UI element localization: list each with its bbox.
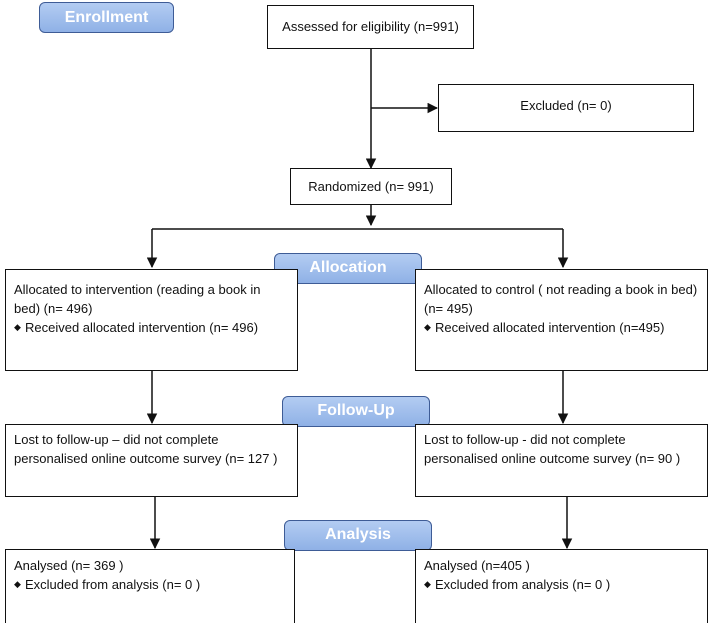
- intervention-received-item: ◆ Received allocated intervention (n= 49…: [14, 318, 289, 337]
- control-received-item: ◆ Received allocated intervention (n=495…: [424, 318, 699, 337]
- control-followup-box: Lost to follow-up - did not complete per…: [415, 424, 708, 497]
- excluded-box: Excluded (n= 0): [438, 84, 694, 132]
- control-analysis-box: Analysed (n=405 ) ◆ Excluded from analys…: [415, 549, 708, 623]
- diamond-bullet-icon: ◆: [424, 579, 431, 589]
- control-allocation-box: Allocated to control ( not reading a boo…: [415, 269, 708, 371]
- control-lost-text: Lost to follow-up - did not complete per…: [424, 432, 681, 466]
- control-allocated-text: Allocated to control ( not reading a boo…: [424, 282, 698, 316]
- stage-follow-up: Follow-Up: [282, 396, 430, 427]
- assessed-box: Assessed for eligibility (n=991): [267, 5, 474, 49]
- intervention-followup-box: Lost to follow-up – did not complete per…: [5, 424, 298, 497]
- excluded-text: Excluded (n= 0): [520, 98, 612, 113]
- stage-allocation: Allocation: [274, 253, 422, 284]
- intervention-lost-text: Lost to follow-up – did not complete per…: [14, 432, 278, 466]
- randomized-text: Randomized (n= 991): [308, 179, 434, 194]
- stage-analysis: Analysis: [284, 520, 432, 551]
- intervention-allocation-box: Allocated to intervention (reading a boo…: [5, 269, 298, 371]
- control-received-text: Received allocated intervention (n=495): [435, 320, 665, 335]
- intervention-excluded-analysis-text: Excluded from analysis (n= 0 ): [25, 577, 201, 592]
- control-excluded-analysis-item: ◆ Excluded from analysis (n= 0 ): [424, 575, 699, 594]
- intervention-analysed-text: Analysed (n= 369 ): [14, 558, 124, 573]
- stage-enrollment: Enrollment: [39, 2, 174, 33]
- intervention-allocated-text: Allocated to intervention (reading a boo…: [14, 282, 261, 316]
- diamond-bullet-icon: ◆: [14, 579, 21, 589]
- diamond-bullet-icon: ◆: [424, 322, 431, 332]
- intervention-excluded-analysis-item: ◆ Excluded from analysis (n= 0 ): [14, 575, 286, 594]
- assessed-text: Assessed for eligibility (n=991): [282, 19, 459, 34]
- diamond-bullet-icon: ◆: [14, 322, 21, 332]
- randomized-box: Randomized (n= 991): [290, 168, 452, 205]
- control-excluded-analysis-text: Excluded from analysis (n= 0 ): [435, 577, 611, 592]
- control-analysed-text: Analysed (n=405 ): [424, 558, 530, 573]
- intervention-received-text: Received allocated intervention (n= 496): [25, 320, 259, 335]
- intervention-analysis-box: Analysed (n= 369 ) ◆ Excluded from analy…: [5, 549, 295, 623]
